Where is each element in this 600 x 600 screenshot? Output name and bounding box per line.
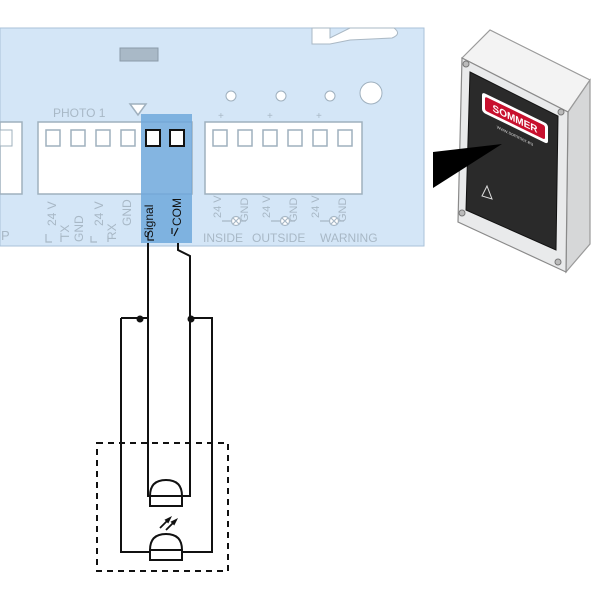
terminal-pin xyxy=(70,129,86,147)
photocell-boundary xyxy=(96,442,229,572)
terminal-pin xyxy=(237,129,253,147)
terminal-pin-signal xyxy=(145,129,161,147)
board-top-part xyxy=(311,27,398,45)
signal-loop xyxy=(120,317,149,553)
output-label-24v: 24 V xyxy=(310,195,322,218)
terminal-label-gnd: GND xyxy=(120,199,134,226)
transmitter-dome xyxy=(148,532,184,551)
photo-label: PHOTO 1 xyxy=(53,106,106,120)
terminal-pin xyxy=(120,129,136,147)
terminal-pin-com xyxy=(169,129,185,147)
lamp-cross xyxy=(330,217,338,225)
terminal-label-rx: RX xyxy=(105,223,119,240)
screw-icon xyxy=(462,60,470,68)
terminal-pin xyxy=(45,129,61,147)
board-led xyxy=(225,90,237,102)
output-label-gnd: GND xyxy=(337,198,349,223)
photo-terminal-pins xyxy=(45,129,185,147)
output-label-24v: 24 V xyxy=(261,195,273,218)
com-wire xyxy=(177,243,191,318)
board-led xyxy=(324,90,336,102)
junction-dot xyxy=(187,315,195,323)
screw-icon xyxy=(554,258,562,266)
enclosure-box: SOMMER www.sommer.eu xyxy=(433,29,591,274)
photo-triangle-icon xyxy=(128,103,148,117)
board-slot xyxy=(119,47,159,62)
transmitter-base xyxy=(149,549,183,561)
output-terminal-pins xyxy=(212,129,353,147)
brand-badge: SOMMER www.sommer.eu xyxy=(482,93,548,148)
ray-head xyxy=(170,517,179,526)
plus-sign: + xyxy=(316,111,322,122)
lamp-symbols xyxy=(222,215,344,227)
output-terminal-block xyxy=(204,121,363,195)
receiver-dome xyxy=(148,478,184,497)
control-board: PHOTO 1 + + + P 24 V TX GND 24 V xyxy=(0,27,425,247)
receiver-base xyxy=(149,495,183,507)
terminal-pin xyxy=(212,129,228,147)
left-edge-pin xyxy=(0,129,13,147)
warning-triangle-icon xyxy=(481,184,493,200)
terminal-label-tx: TX xyxy=(58,225,72,240)
photo-terminal-labels: 24 V TX GND 24 V RX GND Signal COM xyxy=(45,198,184,243)
plus-sign: + xyxy=(218,111,224,122)
left-edge-letter: P xyxy=(1,228,10,243)
receiver-leads xyxy=(147,484,191,497)
terminal-pin xyxy=(287,129,303,147)
signal-com-mark xyxy=(147,227,179,241)
receiver-symbol xyxy=(147,478,191,507)
enclosure-right-side xyxy=(565,78,591,274)
wiring xyxy=(120,243,213,553)
output-label-gnd: GND xyxy=(288,198,300,223)
ray-head xyxy=(164,515,173,524)
terminal-label-gnd: GND xyxy=(72,215,86,242)
terminal-pin xyxy=(312,129,328,147)
output-terminal-labels: 24 V GND 24 V GND 24 V GND xyxy=(212,195,349,222)
bracket-mark xyxy=(45,234,109,243)
terminal-pin xyxy=(95,129,111,147)
terminal-label-com: COM xyxy=(170,198,184,226)
group-label-warning: WARNING xyxy=(320,231,378,245)
board-button xyxy=(359,81,383,105)
terminal-label-signal: Signal xyxy=(142,205,156,238)
screw-icon xyxy=(458,209,466,217)
terminal-pin xyxy=(262,129,278,147)
group-label-inside: INSIDE xyxy=(203,231,243,245)
com-loop xyxy=(189,317,213,553)
lamp-cross xyxy=(281,217,289,225)
photocell xyxy=(96,442,229,572)
junction-dot xyxy=(136,315,144,323)
light-rays-icon xyxy=(159,515,179,531)
brand-badge-inner xyxy=(485,97,545,139)
photo-arrow-icon xyxy=(433,144,502,188)
board-led xyxy=(275,90,287,102)
screw-icon xyxy=(557,108,565,116)
terminal-label-24v: 24 V xyxy=(92,201,106,226)
transmitter-symbol xyxy=(148,532,190,561)
lamp-cross xyxy=(232,217,240,225)
output-label-24v: 24 V xyxy=(212,195,224,218)
group-label-outside: OUTSIDE xyxy=(252,231,305,245)
terminal-pin xyxy=(337,129,353,147)
terminal-label-24v: 24 V xyxy=(45,201,59,226)
output-label-gnd: GND xyxy=(239,198,251,223)
plus-sign: + xyxy=(267,111,273,122)
